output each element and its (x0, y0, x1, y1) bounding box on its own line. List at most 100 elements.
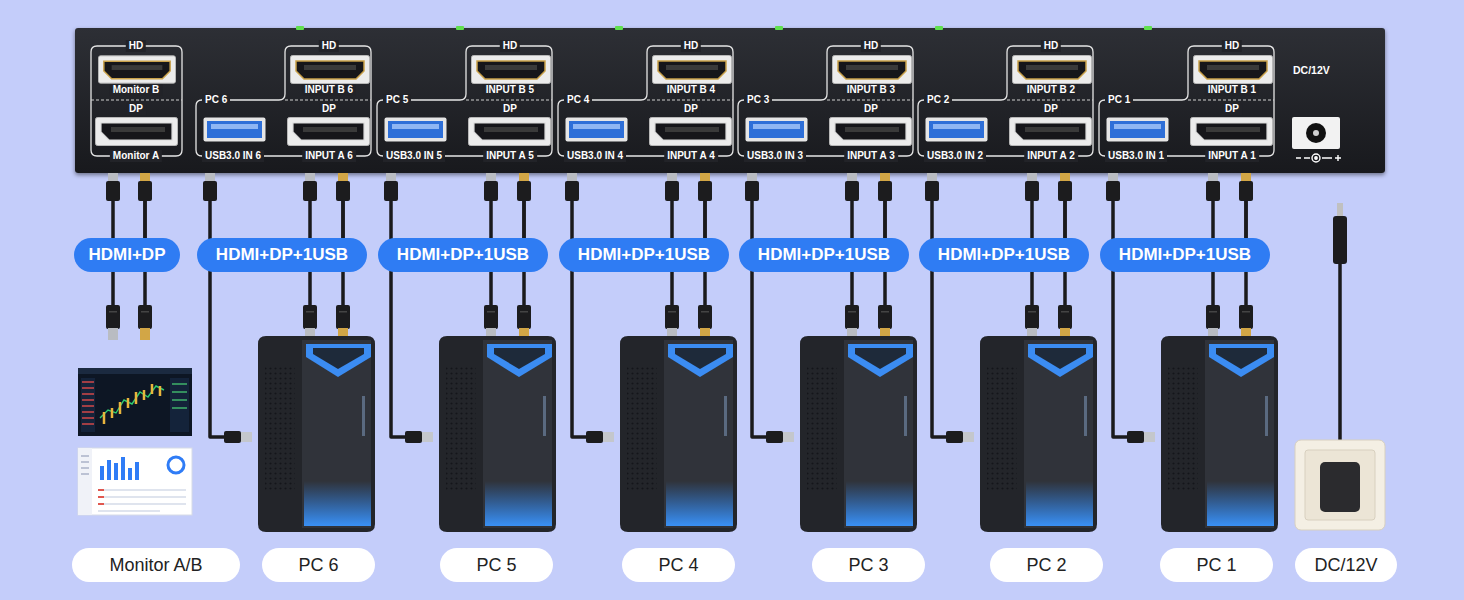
pc-port-group: PC 4HDINPUT B 4DPUSB3.0 IN 4INPUT A 4 (555, 42, 737, 164)
usb-plug (946, 431, 974, 443)
screen-panel-rows (172, 384, 187, 408)
dp-port (96, 118, 178, 146)
hdmi-port (472, 56, 551, 84)
cable-plug (106, 305, 120, 340)
cable-tag: HDMI+DP+1USB (919, 238, 1089, 272)
cable-plug (878, 305, 892, 340)
socket-inner (1305, 450, 1375, 520)
pc-tower (1161, 336, 1278, 532)
cable-tag: HDMI+DP+1USB (378, 238, 548, 272)
cable-plug (106, 173, 120, 201)
polarity-symbol (1296, 154, 1341, 162)
cable-tag-text: HDMI+DP+1USB (1119, 245, 1251, 265)
cable-plug (698, 305, 712, 340)
device-caption: PC 5 (440, 548, 553, 582)
port-label: Monitor A (110, 150, 162, 162)
cable-plug (1239, 173, 1253, 201)
top-plugs (106, 173, 1253, 201)
port-label: PC 1 (1105, 94, 1133, 106)
device-caption: PC 3 (812, 548, 925, 582)
monitor-screen-light (78, 448, 192, 515)
port-label: Monitor B (110, 84, 163, 96)
caption-text: PC 2 (1026, 555, 1066, 576)
port-label: DP (681, 103, 701, 115)
group-border (1099, 46, 1274, 156)
monitor-screen-dark (78, 368, 192, 436)
port-label: USB3.0 IN 1 (1105, 150, 1167, 162)
group-divider (466, 99, 552, 100)
cable-plug (925, 173, 939, 201)
port-label: HD (126, 40, 146, 52)
group-border (918, 46, 1093, 156)
port-label: INPUT A 3 (844, 150, 898, 162)
cable-plug (303, 173, 317, 201)
bar (107, 460, 111, 480)
pc-port-group: PC 6HDINPUT B 6DPUSB3.0 IN 6INPUT A 6 (193, 42, 375, 164)
port-label: DP (1222, 103, 1242, 115)
cable-plug (845, 305, 859, 340)
cable-connector (703, 164, 707, 238)
cable-plug (1025, 173, 1039, 201)
cable-plug (845, 173, 859, 201)
dp-port (830, 118, 912, 146)
cable-tag: HDMI+DP+1USB (559, 238, 729, 272)
polarity-lines (1296, 155, 1341, 161)
caption-text: PC 3 (848, 555, 888, 576)
cable-tag-text: HDMI+DP (89, 245, 166, 265)
bar (121, 457, 125, 480)
led (456, 26, 464, 30)
cable-tag: HDMI+DP+1USB (197, 238, 367, 272)
usb-plug (586, 431, 614, 443)
usb-port (746, 118, 808, 142)
device-caption: PC 4 (622, 548, 735, 582)
cable-connector (883, 164, 887, 238)
group-border (738, 46, 913, 156)
pc-tower (258, 336, 375, 532)
cable-plug (138, 173, 152, 201)
port-label: DP (1041, 103, 1061, 115)
led (935, 26, 943, 30)
cable-plug (203, 173, 217, 201)
cable-tag: HDMI+DP+1USB (739, 238, 909, 272)
port-label: INPUT B 4 (664, 84, 718, 96)
group-divider (91, 99, 182, 100)
usb-port (566, 118, 628, 142)
hdmi-port (653, 56, 732, 84)
monitor-port-group: HDMonitor BDPMonitor A (88, 42, 185, 164)
candles (104, 384, 160, 424)
dp-port (650, 118, 732, 146)
dc-plug (1333, 203, 1347, 264)
polarity-circle (1312, 154, 1320, 162)
port-label: DP (319, 103, 339, 115)
jack-pin (1313, 130, 1319, 136)
screen-sidebar (78, 448, 92, 515)
port-label: DP (500, 103, 520, 115)
kvm-switch-panel: DC/12VHDMonitor BDPMonitor APC 6HDINPUT … (75, 28, 1385, 173)
cable-plug (1058, 305, 1072, 340)
port-label: HD (1041, 40, 1061, 52)
list-rows (98, 490, 186, 511)
cable-plug (1025, 305, 1039, 340)
group-border (377, 46, 552, 156)
screen-list (81, 378, 95, 432)
led (775, 26, 783, 30)
price-line (100, 386, 164, 418)
port-label: HD (319, 40, 339, 52)
usb-port (385, 118, 447, 142)
caption-text: PC 4 (658, 555, 698, 576)
caption-text: DC/12V (1314, 555, 1377, 576)
cable-plug (336, 173, 350, 201)
usb-plug (1127, 431, 1155, 443)
cable (113, 173, 1340, 470)
ports (96, 56, 1273, 146)
cable-plug (384, 173, 398, 201)
socket-plate (1295, 440, 1385, 530)
port-label: HD (500, 40, 520, 52)
plug-body (1333, 216, 1347, 264)
cable-plug (698, 173, 712, 201)
group-divider (285, 99, 371, 100)
bar (128, 468, 132, 480)
port-label: INPUT A 2 (1024, 150, 1078, 162)
cable-plug (484, 305, 498, 340)
